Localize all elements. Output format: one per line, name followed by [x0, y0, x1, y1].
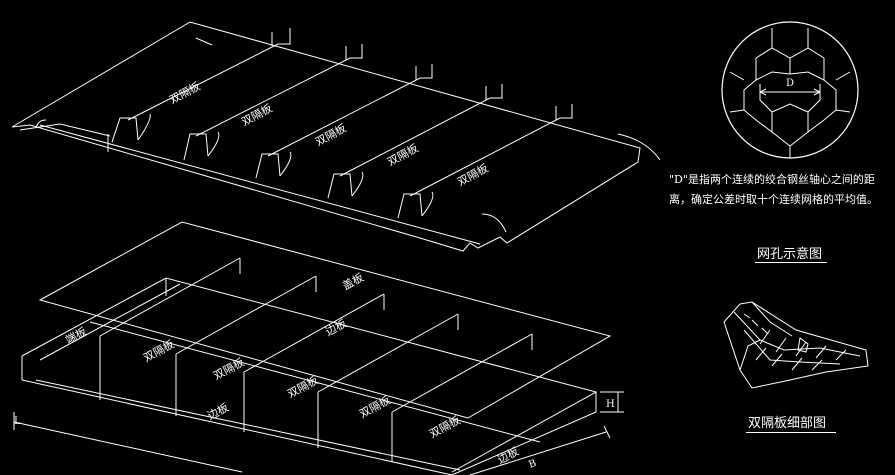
mesh-caption: 网孔示意图	[757, 247, 823, 262]
dim-D-label: D	[786, 78, 794, 89]
side-panel-top-label: 边板	[323, 316, 349, 339]
dim-H-label: H	[606, 399, 615, 410]
assembled-box-diagram: 盖板 端板 双隔板 双隔板 双隔板 双隔板 双隔板 边板 边板 边板	[13, 221, 624, 475]
mesh-description: "D"是指两个连续的绞合钢丝轴心之间的距离，确定公差时取十个连续网格的平均值。	[669, 173, 878, 206]
dim-L-label: L	[14, 416, 21, 427]
dim-L-line	[13, 412, 243, 473]
dim-H-line	[600, 391, 624, 413]
dim-D-arrow	[759, 88, 821, 96]
unfolded-sheet-diagram: 双隔板 双隔板 双隔板 双隔板 双隔板	[11, 21, 661, 252]
panel-detail-diagram	[723, 301, 869, 389]
detail-caption: 双隔板细部图	[748, 416, 827, 431]
sheet-outline	[11, 21, 641, 252]
detail-caption-underline	[746, 432, 836, 433]
panel-1-label: 双隔板	[167, 79, 203, 107]
panel-5: 双隔板	[397, 104, 573, 219]
box-panel-4-label: 双隔板	[357, 393, 393, 421]
box-panel-1-label: 双隔板	[141, 337, 177, 365]
dim-B-line	[469, 425, 611, 475]
mesh-hole-diagram: D	[721, 21, 859, 159]
side-panel-front-label: 边板	[205, 400, 231, 423]
panel-2: 双隔板	[183, 44, 363, 161]
panel-5-label: 双隔板	[455, 161, 491, 189]
panel-3-label: 双隔板	[313, 121, 349, 149]
box-panel-3-label: 双隔板	[285, 373, 321, 401]
lid-outline	[38, 221, 612, 419]
panel-4-label: 双隔板	[385, 141, 421, 169]
lid-label: 盖板	[340, 270, 366, 293]
panel-1: 双隔板	[111, 28, 291, 143]
mesh-caption-underline	[755, 262, 827, 263]
dim-B-label: B	[527, 458, 538, 471]
mesh-circle	[721, 21, 859, 159]
